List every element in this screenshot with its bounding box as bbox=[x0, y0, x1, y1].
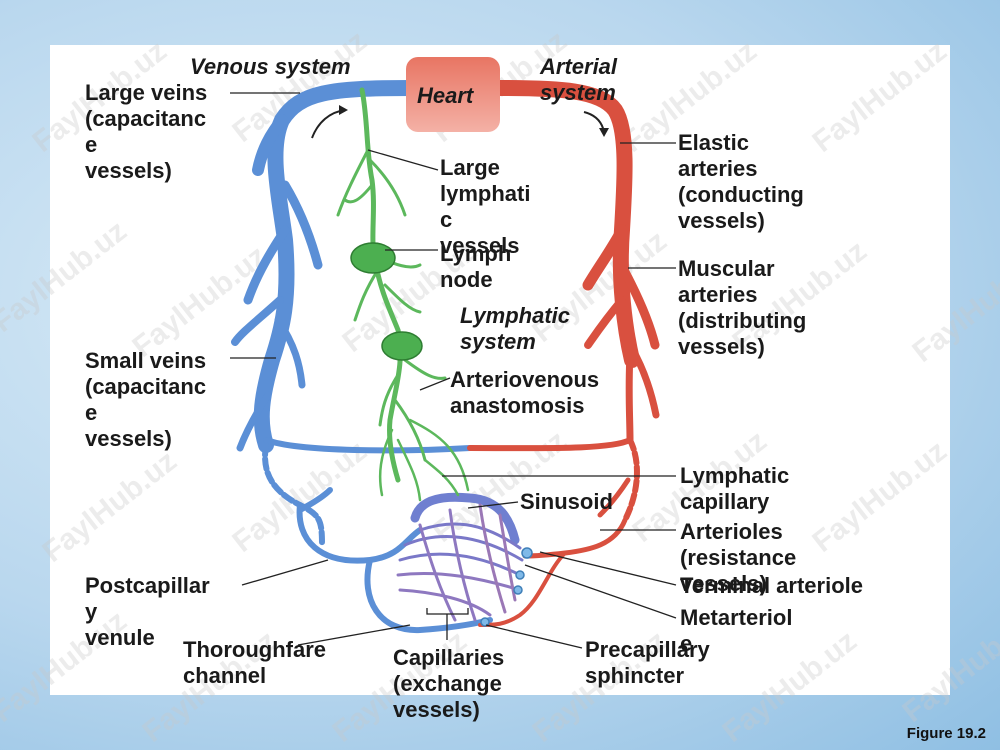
lymph-node-upper bbox=[350, 242, 396, 274]
arteriole-branch bbox=[597, 477, 631, 518]
label-small-veins: Small veins (capacitanc e vessels) bbox=[85, 348, 207, 451]
capillary bbox=[418, 523, 457, 622]
vein-branch-upper-left bbox=[252, 114, 288, 176]
artery-branch-right bbox=[626, 341, 660, 419]
capillary bbox=[448, 508, 477, 622]
label-thoroughfare-channel: Thoroughfare channel bbox=[183, 637, 326, 688]
lymphatic-branch bbox=[336, 148, 370, 217]
capillary bbox=[498, 513, 517, 602]
vein-branch-small bbox=[274, 316, 306, 389]
leader-lines bbox=[230, 92, 677, 649]
thoroughfare-channel bbox=[364, 557, 493, 634]
arterial-vessels bbox=[467, 80, 660, 627]
label-terminal-arteriole: Terminal arteriole bbox=[680, 573, 863, 598]
arteriole-down bbox=[625, 351, 634, 444]
muscular-artery-right bbox=[619, 265, 660, 350]
vein-branch-left bbox=[231, 296, 284, 346]
flow-arrow-right-head bbox=[599, 128, 609, 137]
lymphatic-capillary bbox=[423, 458, 460, 497]
label-arteriovenous-anastomosis: Arteriovenous anastomosis bbox=[450, 367, 600, 418]
lymphatic-branch bbox=[378, 373, 400, 427]
lymphatic-branch bbox=[393, 398, 427, 462]
lymphatic-branch bbox=[343, 183, 374, 204]
label-metarteriole: Metarteriol e bbox=[680, 605, 793, 656]
muscular-artery-left bbox=[584, 296, 626, 349]
lymphatic-branch bbox=[368, 158, 407, 217]
figure-panel bbox=[50, 45, 950, 695]
capillary bbox=[398, 552, 522, 577]
capillary bbox=[398, 588, 492, 617]
lymph-node-lower bbox=[381, 331, 423, 361]
lymphatic-branch bbox=[383, 283, 422, 314]
capillary-bed bbox=[396, 492, 533, 627]
small-vein-left bbox=[236, 391, 272, 452]
vein-side-branch bbox=[297, 487, 333, 513]
label-heart: Heart bbox=[417, 83, 474, 108]
thoracic-duct bbox=[359, 87, 403, 483]
capillary bbox=[403, 535, 524, 562]
vein-branch-mid-left bbox=[243, 225, 290, 305]
precapillary-sphincter bbox=[480, 617, 490, 627]
lymphatic-capillary bbox=[408, 418, 470, 492]
label-lymphatic-system: Lymphatic system bbox=[460, 303, 571, 354]
venous-vessels bbox=[231, 80, 493, 634]
vein-branch-upper-right bbox=[280, 180, 323, 270]
flow-arrow-left-head bbox=[339, 105, 348, 115]
precapillary-sphincter bbox=[515, 570, 525, 580]
label-elastic-arteries: Elastic arteries (conducting vessels) bbox=[678, 130, 804, 233]
label-sinusoid: Sinusoid bbox=[520, 489, 613, 514]
lymphatic-capillary bbox=[378, 428, 394, 497]
label-capillaries: Capillaries (exchange vessels) bbox=[393, 645, 505, 722]
label-arterioles: Arterioles (resistance vessels) bbox=[680, 519, 797, 596]
label-lymph-node: Lymph node bbox=[440, 241, 512, 292]
precapillary-sphincter bbox=[521, 547, 533, 559]
av-anastomosis-artery bbox=[467, 437, 633, 452]
small-vein-down bbox=[262, 442, 325, 548]
figure-label: Figure 19.2 bbox=[906, 725, 986, 742]
label-lymphatic-capillary: Lymphatic capillary bbox=[680, 463, 790, 514]
capillary bbox=[478, 503, 507, 614]
av-anastomosis-vein bbox=[263, 437, 473, 454]
lymphatic-capillary bbox=[396, 438, 422, 502]
lymphatic-vessels bbox=[336, 87, 470, 502]
terminal-arteriole bbox=[522, 517, 628, 559]
metarteriole bbox=[478, 551, 567, 627]
lymphatic-branch bbox=[403, 358, 447, 380]
lymphatic-branch bbox=[353, 268, 380, 322]
label-precapillary-sphincter: Precapillary sphincter bbox=[585, 637, 710, 688]
sinusoid bbox=[410, 492, 520, 545]
capillary bbox=[418, 522, 522, 550]
label-postcapillary-venule: Postcapillar y venule bbox=[85, 573, 210, 650]
precapillary-sphincter bbox=[513, 585, 523, 595]
heart bbox=[406, 57, 500, 132]
label-muscular-arteries: Muscular arteries (distributing vessels) bbox=[678, 256, 807, 359]
label-large-lymphatic-vessels: Large lymphati c vessels bbox=[440, 155, 531, 258]
label-arterial-system: Arterial system bbox=[540, 54, 618, 105]
label-large-veins: Large veins (capacitanc e vessels) bbox=[85, 80, 208, 183]
capillary bbox=[396, 572, 522, 592]
label-venous-system: Venous system bbox=[190, 54, 351, 79]
elastic-artery-branch bbox=[582, 224, 628, 291]
